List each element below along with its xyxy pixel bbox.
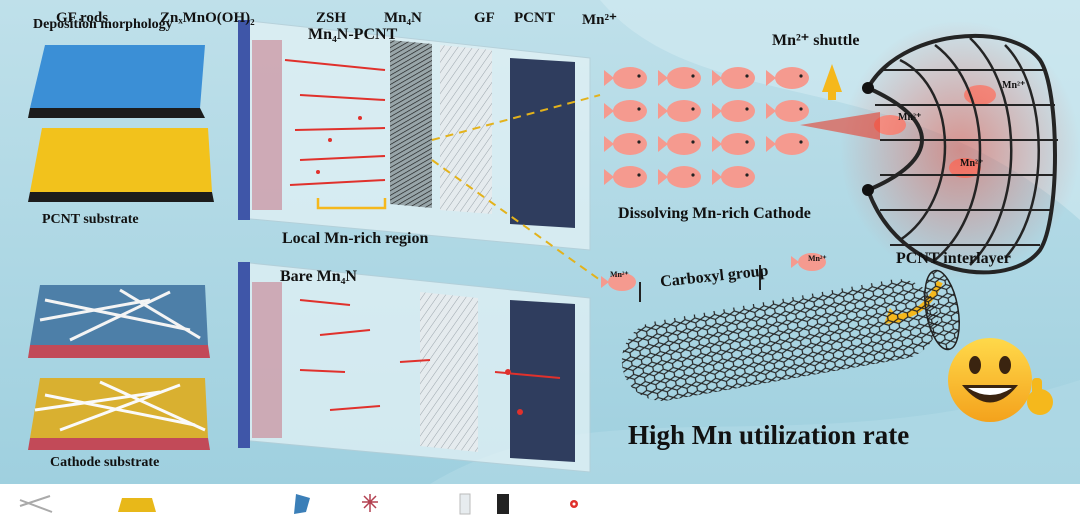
dissolving-cathode-label: Dissolving Mn-rich Cathode xyxy=(618,205,811,222)
shuttle-arrow xyxy=(822,64,842,100)
deposition-blue-slab xyxy=(28,45,205,118)
net-ion-label-3: Mn²⁺ xyxy=(960,158,984,169)
fish-icon xyxy=(766,133,809,155)
fish-icon xyxy=(658,133,701,155)
fish-icon xyxy=(604,100,647,122)
fish-icon xyxy=(712,166,755,188)
legend-mn4n: Mn₄N xyxy=(384,10,422,26)
fish-icon xyxy=(712,67,755,89)
legend-pcnt: PCNT xyxy=(514,10,555,26)
mn4n-pcnt-label: Mn₄N-PCNT xyxy=(308,26,398,43)
carboxyl-fish-icon xyxy=(791,253,826,271)
fish-icon xyxy=(766,67,809,89)
cathode-zsh-slab xyxy=(28,285,210,358)
legend-zsh: ZSH xyxy=(316,10,347,26)
net-ion-label-1: Mn²⁺ xyxy=(898,112,922,123)
fish-icon xyxy=(766,100,809,122)
fish-icon xyxy=(712,100,755,122)
deposition-morphology-label: Deposition morphology xyxy=(33,17,173,32)
pcnt-net xyxy=(840,20,1080,280)
carbon-nanotube xyxy=(621,265,960,401)
net-ion-label-2: Mn²⁺ xyxy=(1002,80,1026,91)
legend-gf-rods: GF rods xyxy=(56,10,109,26)
legend-mn-ion: Mn²⁺ xyxy=(582,12,617,28)
fish-icon xyxy=(604,166,647,188)
leader-line-lower xyxy=(431,159,601,281)
fish-icon xyxy=(658,67,701,89)
fish-icon xyxy=(604,133,647,155)
fish-ion-label-1: Mn²⁺ xyxy=(610,270,629,279)
local-mn-rich-label: Local Mn-rich region xyxy=(282,230,429,247)
top-cell xyxy=(238,19,591,251)
cathode-substrate-slab xyxy=(28,378,210,450)
bare-mn4n-label: Bare Mn₄N xyxy=(280,268,357,285)
pcnt-substrate-slab xyxy=(28,128,214,202)
bottom-cell xyxy=(238,261,591,473)
legend-znmno: ZnₓMnO(OH)₂ xyxy=(160,10,255,26)
legend-icons xyxy=(19,493,578,515)
smiley-face xyxy=(948,338,1053,422)
fish-ion-label-2: Mn²⁺ xyxy=(808,254,827,263)
fish-icon xyxy=(604,67,647,89)
fish-icon xyxy=(658,166,701,188)
pcnt-interlayer-label: PCNT interlayer xyxy=(896,250,1011,267)
leader-line-upper xyxy=(431,94,601,141)
cathode-substrate-label: Cathode substrate xyxy=(50,455,160,470)
high-mn-utilization-label: High Mn utilization rate xyxy=(628,420,910,450)
carboxyl-fish-icon xyxy=(601,273,636,291)
pcnt-substrate-label: PCNT substrate xyxy=(42,212,139,227)
fish-icon xyxy=(712,133,755,155)
mn-shuttle-label: Mn²⁺ shuttle xyxy=(772,32,860,49)
fish-icon xyxy=(658,100,701,122)
legend-gf: GF xyxy=(474,10,495,26)
